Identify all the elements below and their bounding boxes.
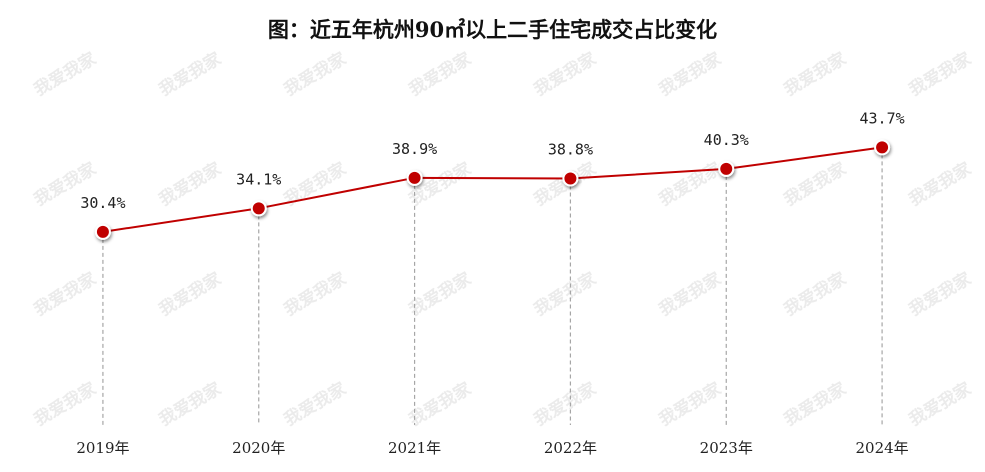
- data-point-marker: [718, 160, 735, 177]
- x-tick-label: 2022年: [544, 439, 597, 457]
- x-tick-label: 2020年: [232, 439, 285, 457]
- data-label: 30.4%: [80, 194, 125, 212]
- x-tick-label: 2023年: [700, 439, 753, 457]
- data-label: 38.9%: [392, 140, 437, 158]
- data-label: 43.7%: [860, 109, 905, 127]
- data-point-marker: [406, 169, 423, 186]
- data-label: 34.1%: [236, 170, 281, 188]
- x-tick-label: 2019年: [76, 439, 129, 457]
- x-tick-label: 2021年: [388, 439, 441, 457]
- data-point-marker: [250, 200, 267, 217]
- data-point-marker: [562, 170, 579, 187]
- x-tick-label: 2024年: [855, 439, 908, 457]
- chart-title: 图：近五年杭州90㎡以上二手住宅成交占比变化: [267, 17, 718, 42]
- data-label: 38.8%: [548, 140, 593, 158]
- data-label: 40.3%: [704, 131, 749, 149]
- data-point-marker: [874, 139, 891, 156]
- data-point-marker: [94, 223, 111, 240]
- series-line: [102, 146, 883, 233]
